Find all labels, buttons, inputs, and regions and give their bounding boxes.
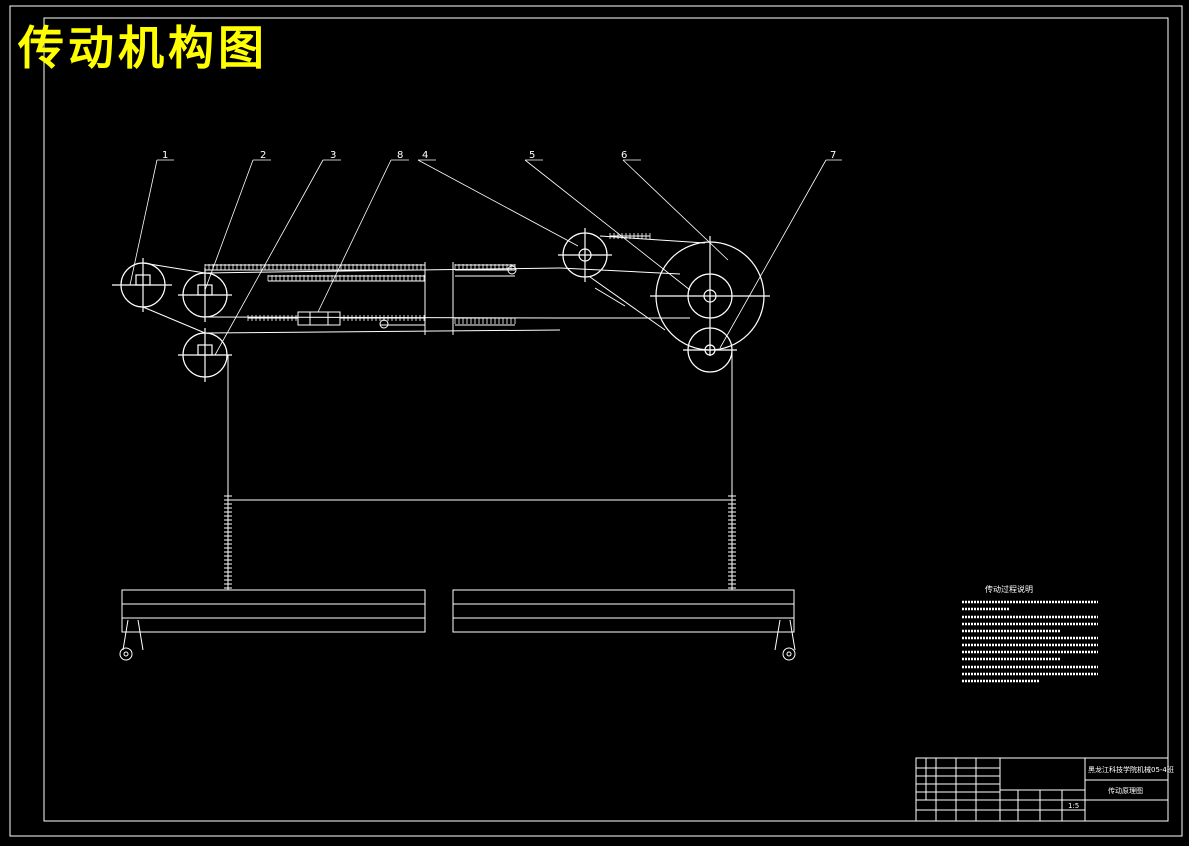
notes-heading: 传动过程说明 bbox=[985, 584, 1033, 594]
callout-4: 4 bbox=[422, 150, 428, 161]
pulley-2 bbox=[178, 268, 232, 322]
callout-6: 6 bbox=[621, 150, 627, 161]
wheel-left bbox=[119, 619, 144, 661]
notes-text-lines bbox=[962, 600, 1098, 683]
title-block-text: 黑龙江科技学院机械05-4班 传动原理图 1:5 bbox=[1068, 765, 1174, 810]
large-pulley-6 bbox=[650, 236, 770, 356]
callout-labels: 1 2 3 8 4 5 6 7 bbox=[162, 150, 836, 161]
callout-7: 7 bbox=[830, 150, 836, 161]
sheet-border bbox=[9, 5, 1183, 837]
wheel-right bbox=[774, 619, 796, 661]
bottom-beam-left bbox=[121, 589, 426, 633]
page-title: 传动机构图 bbox=[18, 21, 268, 75]
process-notes: 传动过程说明 bbox=[962, 584, 1098, 683]
callout-1: 1 bbox=[162, 150, 168, 161]
scale-value: 1:5 bbox=[1068, 802, 1079, 810]
callout-8: 8 bbox=[397, 150, 403, 161]
drawing-name: 传动原理图 bbox=[1108, 786, 1143, 795]
vertical-chains bbox=[224, 495, 736, 589]
frame-lines bbox=[227, 350, 733, 590]
callout-5: 5 bbox=[529, 150, 535, 161]
callout-3: 3 bbox=[330, 150, 336, 161]
pulley-4 bbox=[558, 228, 612, 282]
chain-ticks bbox=[204, 233, 651, 324]
school-name: 黑龙江科技学院机械05-4班 bbox=[1088, 765, 1174, 774]
pulley-3 bbox=[178, 328, 232, 382]
tensioner-8 bbox=[297, 265, 517, 329]
callout-leaders bbox=[129, 159, 842, 356]
bottom-beam-right bbox=[452, 589, 795, 633]
callout-2: 2 bbox=[260, 150, 266, 161]
title-block bbox=[915, 757, 1169, 822]
